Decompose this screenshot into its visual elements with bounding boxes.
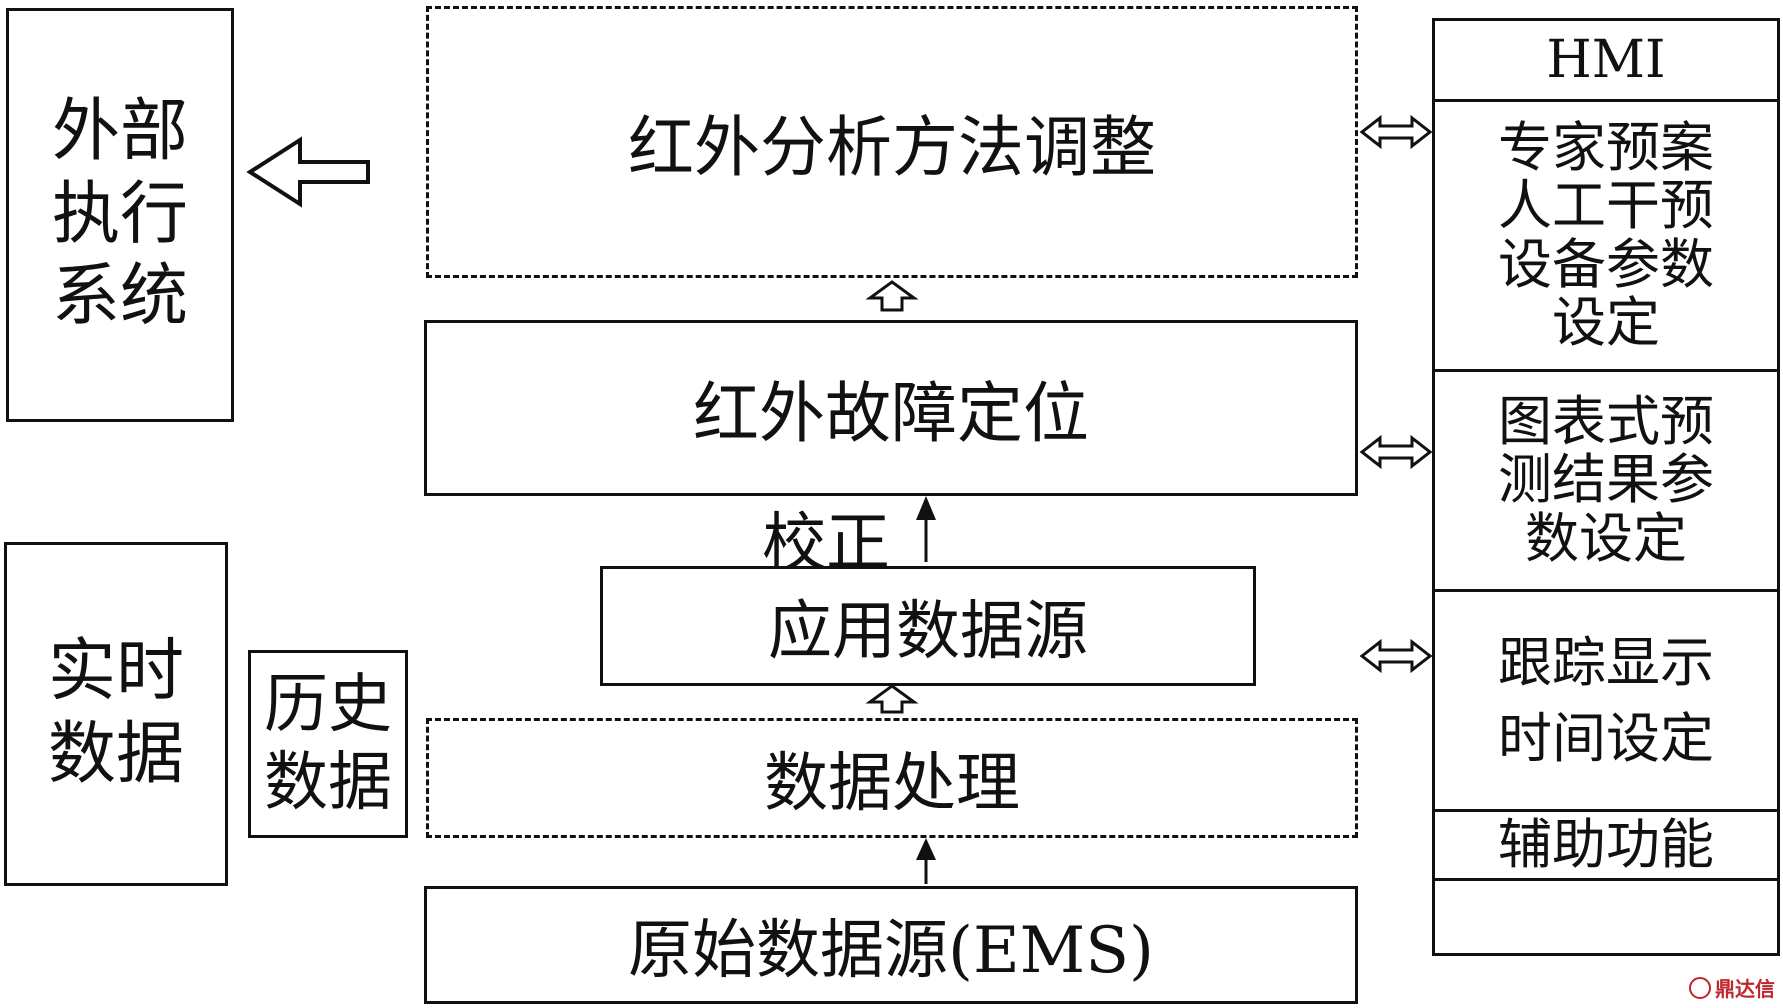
output-hollow-arrow-left [246, 136, 370, 208]
infrared-fault-locate-box: 红外故障定位 [424, 320, 1358, 496]
application-data-source-label: 应用数据源 [768, 595, 1088, 669]
realtime-data-box: 实时数据 [4, 542, 228, 886]
raw-to-processing-arrow-head [916, 838, 936, 860]
data-processing-box: 数据处理 [426, 718, 1358, 838]
hmi-section-expert-plan-label: 专家预案人工干预设备参数设定 [1498, 115, 1714, 354]
infrared-fault-locate-label: 红外故障定位 [693, 375, 1089, 452]
hmi-section-expert-plan: 专家预案人工干预设备参数设定 [1435, 99, 1777, 369]
double-arrow-hmi-2 [1359, 434, 1433, 470]
hollow-arrow-up-middle [865, 684, 919, 714]
raw-data-source-label: 原始数据源(EMS) [627, 914, 1155, 988]
data-processing-label: 数据处理 [764, 747, 1020, 821]
hollow-arrow-up-top [865, 280, 919, 312]
hmi-section-tracking-time-label: 跟踪显示时间设定 [1498, 630, 1714, 770]
hmi-section-auxiliary: 辅助功能 [1435, 809, 1777, 881]
infrared-method-adjust-label: 红外分析方法调整 [628, 109, 1156, 186]
hmi-panel: HMI 专家预案人工干预设备参数设定 图表式预测结果参数设定 跟踪显示时间设定 … [1432, 18, 1780, 956]
realtime-data-label: 实时数据 [47, 632, 184, 794]
watermark-text: 鼎达信 [1715, 977, 1775, 1001]
watermark-logo: 鼎达信 [1689, 973, 1775, 1002]
hmi-section-tracking-time: 跟踪显示时间设定 [1435, 589, 1777, 809]
application-data-source-box: 应用数据源 [600, 566, 1256, 686]
double-arrow-hmi-3 [1359, 638, 1433, 674]
hmi-section-chart-forecast: 图表式预测结果参数设定 [1435, 369, 1777, 589]
correction-arrow-head [916, 496, 936, 520]
double-arrow-hmi-1 [1359, 114, 1433, 150]
hmi-title: HMI [1546, 29, 1666, 90]
watermark-mark-icon [1689, 976, 1711, 999]
infrared-method-adjust-box: 红外分析方法调整 [426, 6, 1358, 278]
hmi-section-chart-forecast-label: 图表式预测结果参数设定 [1498, 390, 1714, 570]
history-data-box: 历史数据 [248, 650, 408, 838]
hmi-section-auxiliary-label: 辅助功能 [1498, 812, 1714, 876]
external-execution-system-label: 外部执行系统 [51, 91, 188, 337]
external-execution-system-box: 外部执行系统 [6, 8, 234, 422]
hmi-title-cell: HMI [1435, 21, 1777, 99]
history-data-label: 历史数据 [264, 667, 392, 820]
raw-data-source-box: 原始数据源(EMS) [424, 886, 1358, 1004]
